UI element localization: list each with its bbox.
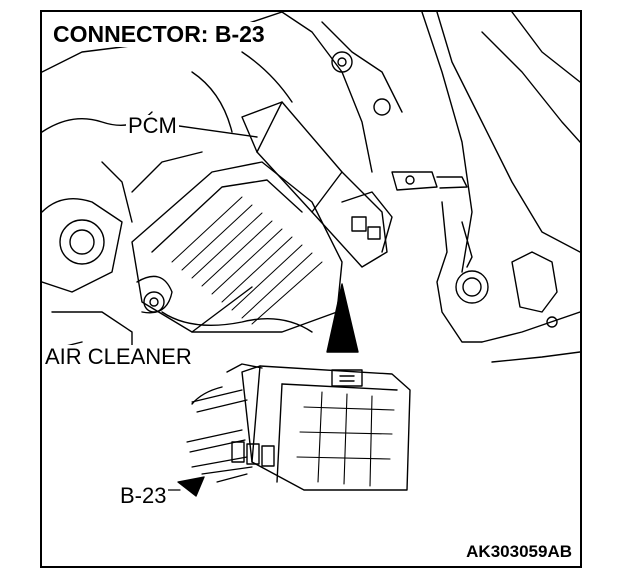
connector-callout: B-23	[118, 483, 169, 508]
connector-b23-detail	[186, 363, 411, 491]
figure-code: AK303059AB	[464, 542, 574, 561]
engine-bay-illustration	[42, 12, 580, 497]
pcm-callout: PCM	[126, 113, 179, 138]
diagram-title: CONNECTOR: B-23	[50, 22, 268, 47]
air-cleaner-callout: AIR CLEANER	[42, 345, 195, 369]
air-cleaner-housing	[131, 161, 343, 333]
connector-arrow	[177, 476, 205, 497]
engine-bay-background	[42, 12, 580, 363]
diagram-frame: CONNECTOR: B-23 PCM AIR CLEANER B-23 AK3…	[40, 10, 582, 568]
pointer-arrow	[326, 283, 359, 353]
pcm-module	[241, 101, 393, 268]
